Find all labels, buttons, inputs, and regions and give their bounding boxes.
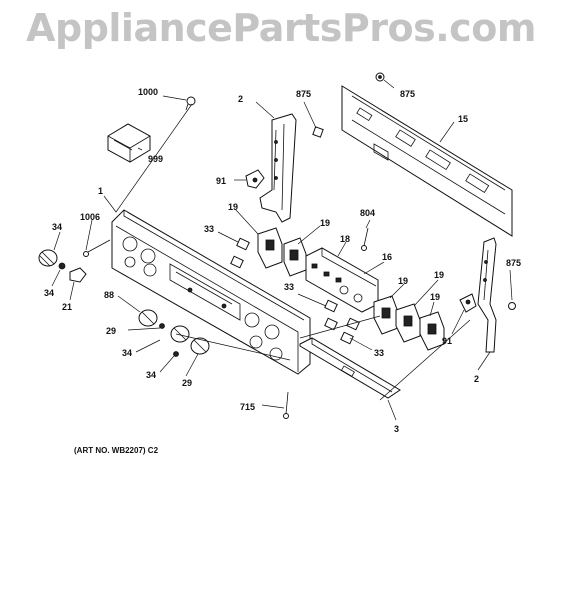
callout-2-top: 2: [238, 94, 243, 104]
callout-999: 999: [148, 154, 163, 164]
callout-19-e: 19: [430, 292, 440, 302]
screw-875-top[interactable]: [375, 72, 385, 82]
screw-715[interactable]: [283, 391, 289, 419]
screw-1006[interactable]: [83, 239, 111, 257]
part-34-spring-c[interactable]: [173, 351, 179, 357]
callout-34-c: 34: [122, 348, 132, 358]
leader-lines: [51, 79, 513, 421]
callout-19-a: 19: [228, 202, 238, 212]
part-88-knob[interactable]: [138, 309, 158, 327]
screw-875-bracket[interactable]: [312, 126, 324, 138]
part-91-clip-left[interactable]: [245, 169, 265, 189]
art-number-caption: (ART NO. WB2207) C2: [74, 446, 159, 455]
callout-33-a: 33: [204, 224, 214, 234]
part-34-spring-b[interactable]: [159, 323, 165, 329]
screw-875-right[interactable]: [508, 302, 516, 310]
part-29-knob-a[interactable]: [170, 325, 190, 343]
callout-34-d: 34: [146, 370, 156, 380]
part-33-clip-b[interactable]: [324, 299, 360, 345]
callout-34-b: 34: [44, 288, 54, 298]
screw-1000[interactable]: [185, 96, 196, 111]
callout-29-b: 29: [182, 378, 192, 388]
callout-1000: 1000: [138, 87, 158, 97]
callout-88: 88: [104, 290, 114, 300]
callout-19-b: 19: [320, 218, 330, 228]
callout-19-d: 19: [434, 270, 444, 280]
part-2-side-bracket-right[interactable]: [477, 237, 497, 353]
screw-804[interactable]: [361, 227, 369, 251]
callout-875-b: 875: [400, 89, 415, 99]
part-19-switch-a[interactable]: [257, 227, 283, 269]
callout-21: 21: [62, 302, 72, 312]
part-29-knob-b[interactable]: [190, 337, 210, 355]
callout-91-left: 91: [216, 176, 226, 186]
callout-33-b: 33: [284, 282, 294, 292]
callout-2-right: 2: [474, 374, 479, 384]
callout-715: 715: [240, 402, 255, 412]
part-3-bottom-trim[interactable]: [299, 337, 401, 399]
callout-1: 1: [98, 186, 103, 196]
part-21-knob-insert[interactable]: [69, 267, 87, 283]
callout-804: 804: [360, 208, 375, 218]
part-33-clip-a[interactable]: [230, 237, 250, 269]
callout-19-c: 19: [398, 276, 408, 286]
callout-15: 15: [458, 114, 468, 124]
part-19-switch-c[interactable]: [373, 295, 399, 335]
callout-33-c: 33: [374, 348, 384, 358]
callout-labels: 1000 2 875 875 15 999 91 1 1006 34 19 33…: [44, 87, 521, 434]
part-91-clip-right[interactable]: [459, 293, 477, 313]
callout-875-c: 875: [506, 258, 521, 268]
callout-875-a: 875: [296, 89, 311, 99]
callout-91-right: 91: [442, 336, 452, 346]
part-15-rear-bracket[interactable]: [341, 85, 513, 237]
part-19-switch-b[interactable]: [283, 237, 307, 277]
callout-29-a: 29: [106, 326, 116, 336]
part-2-side-bracket-left[interactable]: [259, 113, 297, 223]
part-1-control-panel[interactable]: [111, 209, 311, 375]
callout-16: 16: [382, 252, 392, 262]
callout-18: 18: [340, 234, 350, 244]
part-19-switch-e[interactable]: [419, 311, 445, 351]
part-19-switch-d[interactable]: [395, 303, 421, 343]
callout-3: 3: [394, 424, 399, 434]
part-34-spring-a[interactable]: [58, 262, 66, 270]
watermark-logo: AppliancePartsPros.com: [26, 6, 536, 50]
callout-1006: 1006: [80, 212, 100, 222]
part-16-control-board[interactable]: [305, 247, 379, 313]
part-999-block[interactable]: [107, 123, 151, 163]
part-34-knob-a[interactable]: [38, 249, 58, 267]
callout-34-a: 34: [52, 222, 62, 232]
